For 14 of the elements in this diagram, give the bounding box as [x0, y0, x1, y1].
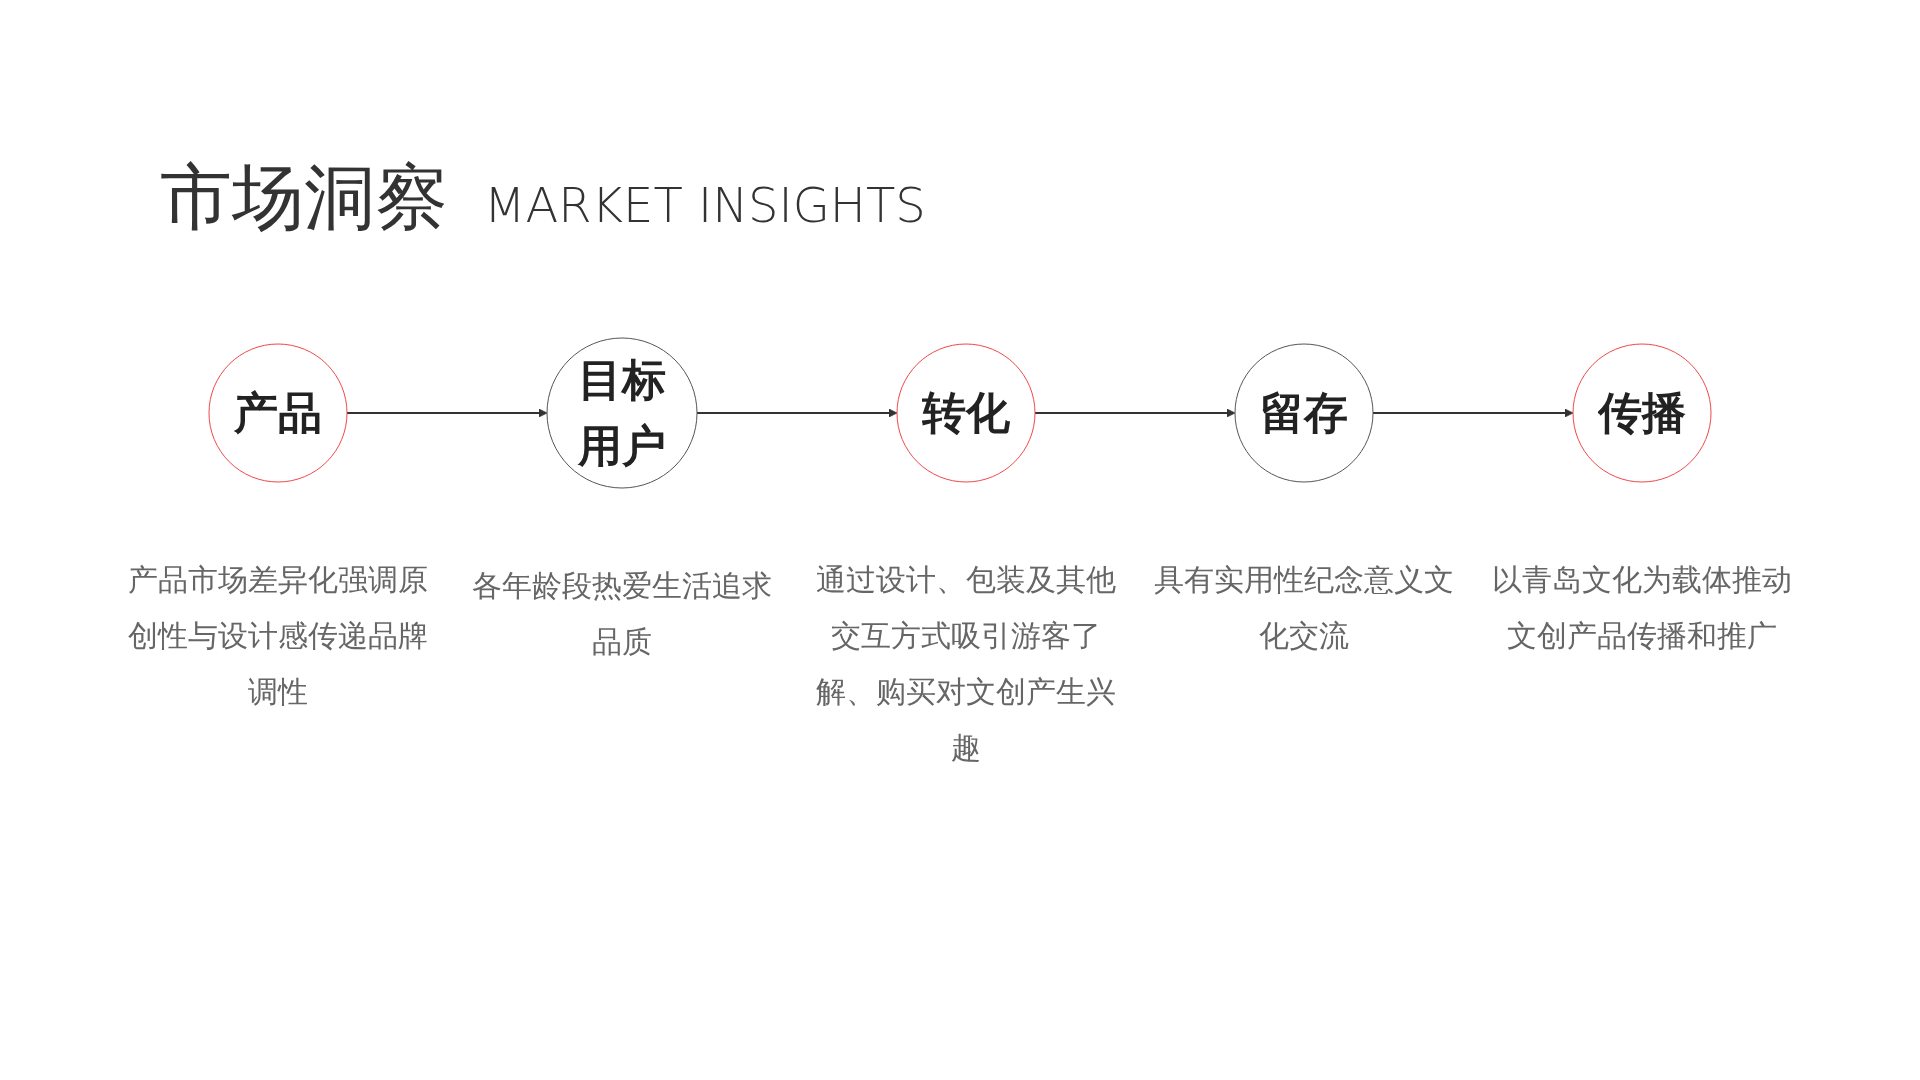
description-text: 通过设计、包装及其他交互方式吸引游客了解、购买对文创产生兴趣: [815, 561, 1117, 767]
description-text: 产品市场差异化强调原创性与设计感传递品牌调性: [127, 561, 429, 711]
description-text: 各年龄段热爱生活追求品质: [471, 567, 773, 661]
arrow: [1034, 408, 1236, 418]
node-circle: 留存: [1234, 343, 1374, 483]
arrow: [346, 408, 548, 418]
description-text: 以青岛文化为载体推动文创产品传播和推广: [1491, 561, 1793, 655]
node-circle: 产品: [208, 343, 348, 483]
node-circle: 目标用户: [546, 337, 698, 489]
description-text: 具有实用性纪念意义文化交流: [1153, 561, 1455, 655]
title: 市场洞察: [160, 154, 448, 241]
arrow: [1372, 408, 1574, 418]
arrow: [696, 408, 898, 418]
subtitle: MARKET INSIGHTS: [484, 177, 926, 233]
